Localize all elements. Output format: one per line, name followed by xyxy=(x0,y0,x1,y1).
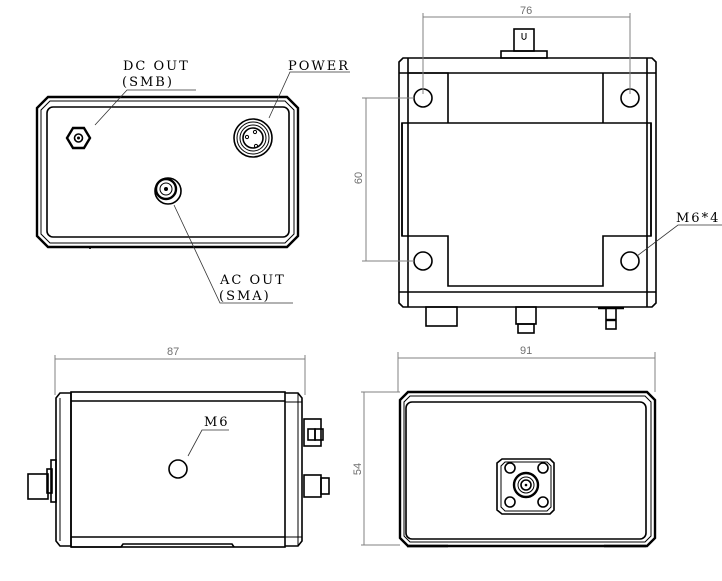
smb-connector-icon xyxy=(65,126,92,150)
dc-out-label: DC OUT xyxy=(123,59,190,74)
dimension-width-back: 91 xyxy=(520,345,532,357)
dimension-height-top: 60 xyxy=(353,172,365,184)
dimension-width-top: 76 xyxy=(520,5,532,17)
side-hole-icon xyxy=(168,459,188,479)
power-connector-icon xyxy=(233,118,273,158)
side-view: M6 87 xyxy=(27,346,330,548)
dimension-height-back: 54 xyxy=(352,463,364,475)
side-hole-label: M6 xyxy=(204,415,230,430)
dc-out-type-label: (SMB) xyxy=(122,75,174,90)
mount-holes-label: M6*4 xyxy=(676,211,720,226)
top-view: 76 60 M6*4 xyxy=(353,5,722,334)
n-type-connector-icon xyxy=(496,458,555,515)
ac-out-label: AC OUT xyxy=(219,273,286,288)
dimension-width-side: 87 xyxy=(167,346,179,358)
mount-hole-icon xyxy=(620,251,640,271)
power-label: POWER xyxy=(288,59,350,74)
front-panel-view: DC OUT (SMB) POWER AC OUT (SMA) xyxy=(35,59,350,304)
ac-out-type-label: (SMA) xyxy=(219,289,271,304)
back-panel-view: 91 54 xyxy=(352,345,657,548)
sma-connector-icon xyxy=(154,177,182,205)
mount-hole-icon xyxy=(413,251,433,271)
